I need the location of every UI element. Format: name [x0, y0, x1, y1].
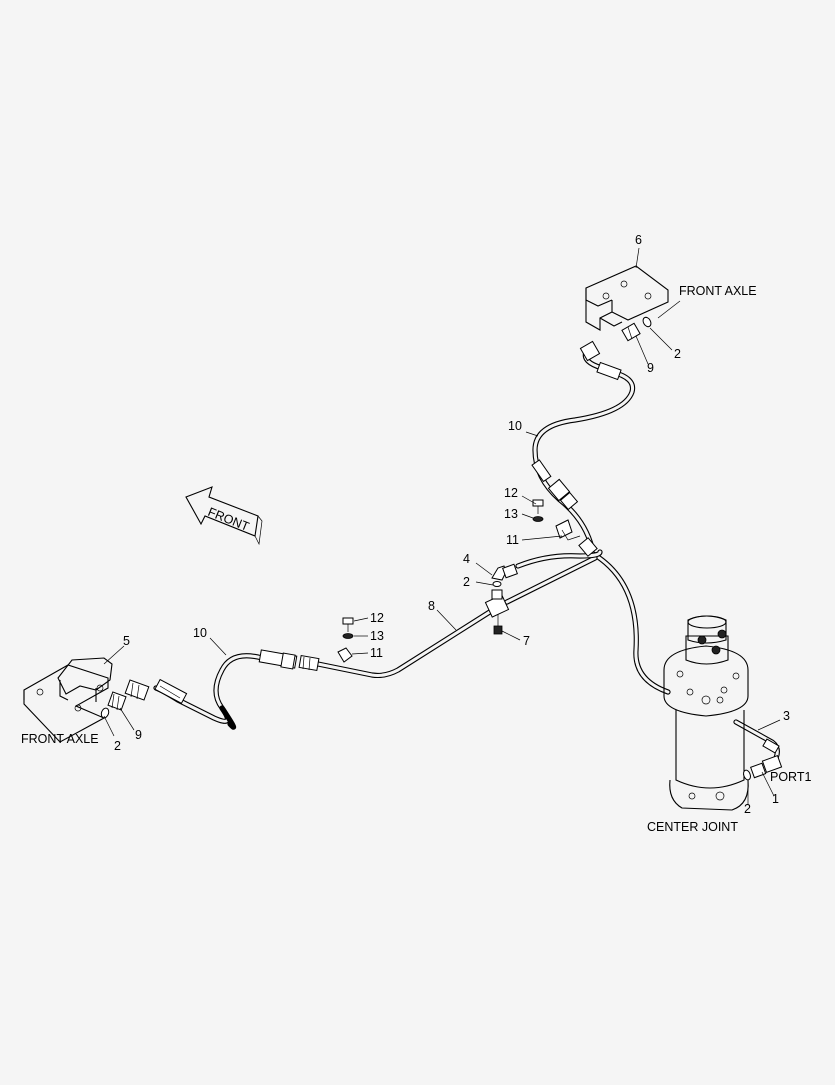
callout-10-left: 10	[193, 626, 207, 640]
clamp-right	[532, 499, 581, 541]
callout-7: 7	[523, 634, 530, 648]
leader-lines	[103, 247, 781, 804]
callout-2-center: 2	[744, 802, 751, 816]
callout-6: 6	[635, 233, 642, 247]
callout-2-right: 2	[674, 347, 681, 361]
callout-1: 1	[772, 792, 779, 806]
callout-13-left: 13	[370, 629, 384, 643]
center-joint	[663, 615, 749, 811]
left-hose-fittings	[124, 649, 320, 705]
bracket-6	[585, 265, 669, 331]
callout-10-right: 10	[508, 419, 522, 433]
callout-13-right: 13	[504, 507, 518, 521]
front-arrow-label: FRONT	[206, 505, 251, 534]
callouts: 6 2 9 10 12 13 11 4 2 8 7 12 13 11 10 5 …	[114, 233, 790, 816]
callout-9-left: 9	[135, 728, 142, 742]
callout-11-left: 11	[370, 646, 383, 660]
callout-9-right: 9	[647, 361, 654, 375]
right-hose-fittings	[531, 340, 622, 557]
callout-12-right: 12	[504, 486, 518, 500]
callout-2-left: 2	[114, 739, 121, 753]
front-arrow: FRONT	[185, 486, 263, 546]
callout-4: 4	[463, 552, 470, 566]
callout-11-right: 11	[506, 533, 519, 547]
labels: FRONT AXLE FRONT AXLE CENTER JOINT PORT1	[21, 284, 811, 834]
callout-8: 8	[428, 599, 435, 613]
bracket-5	[23, 657, 113, 743]
label-center-joint: CENTER JOINT	[647, 820, 738, 834]
label-port1: PORT1	[770, 770, 811, 784]
callout-2-tee: 2	[463, 575, 470, 589]
hose-10-right	[515, 349, 636, 569]
tee-fitting	[484, 563, 518, 635]
callout-5: 5	[123, 634, 130, 648]
port1-fittings	[743, 738, 783, 781]
hose-3	[587, 549, 780, 761]
callout-3: 3	[783, 709, 790, 723]
callout-12-left: 12	[370, 611, 384, 625]
label-front-axle-left: FRONT AXLE	[21, 732, 99, 746]
hose-8	[315, 555, 598, 679]
clamp-left	[337, 617, 354, 663]
right-adapter-9	[621, 316, 652, 342]
left-adapter-9	[100, 691, 127, 719]
label-front-axle-right: FRONT AXLE	[679, 284, 757, 298]
